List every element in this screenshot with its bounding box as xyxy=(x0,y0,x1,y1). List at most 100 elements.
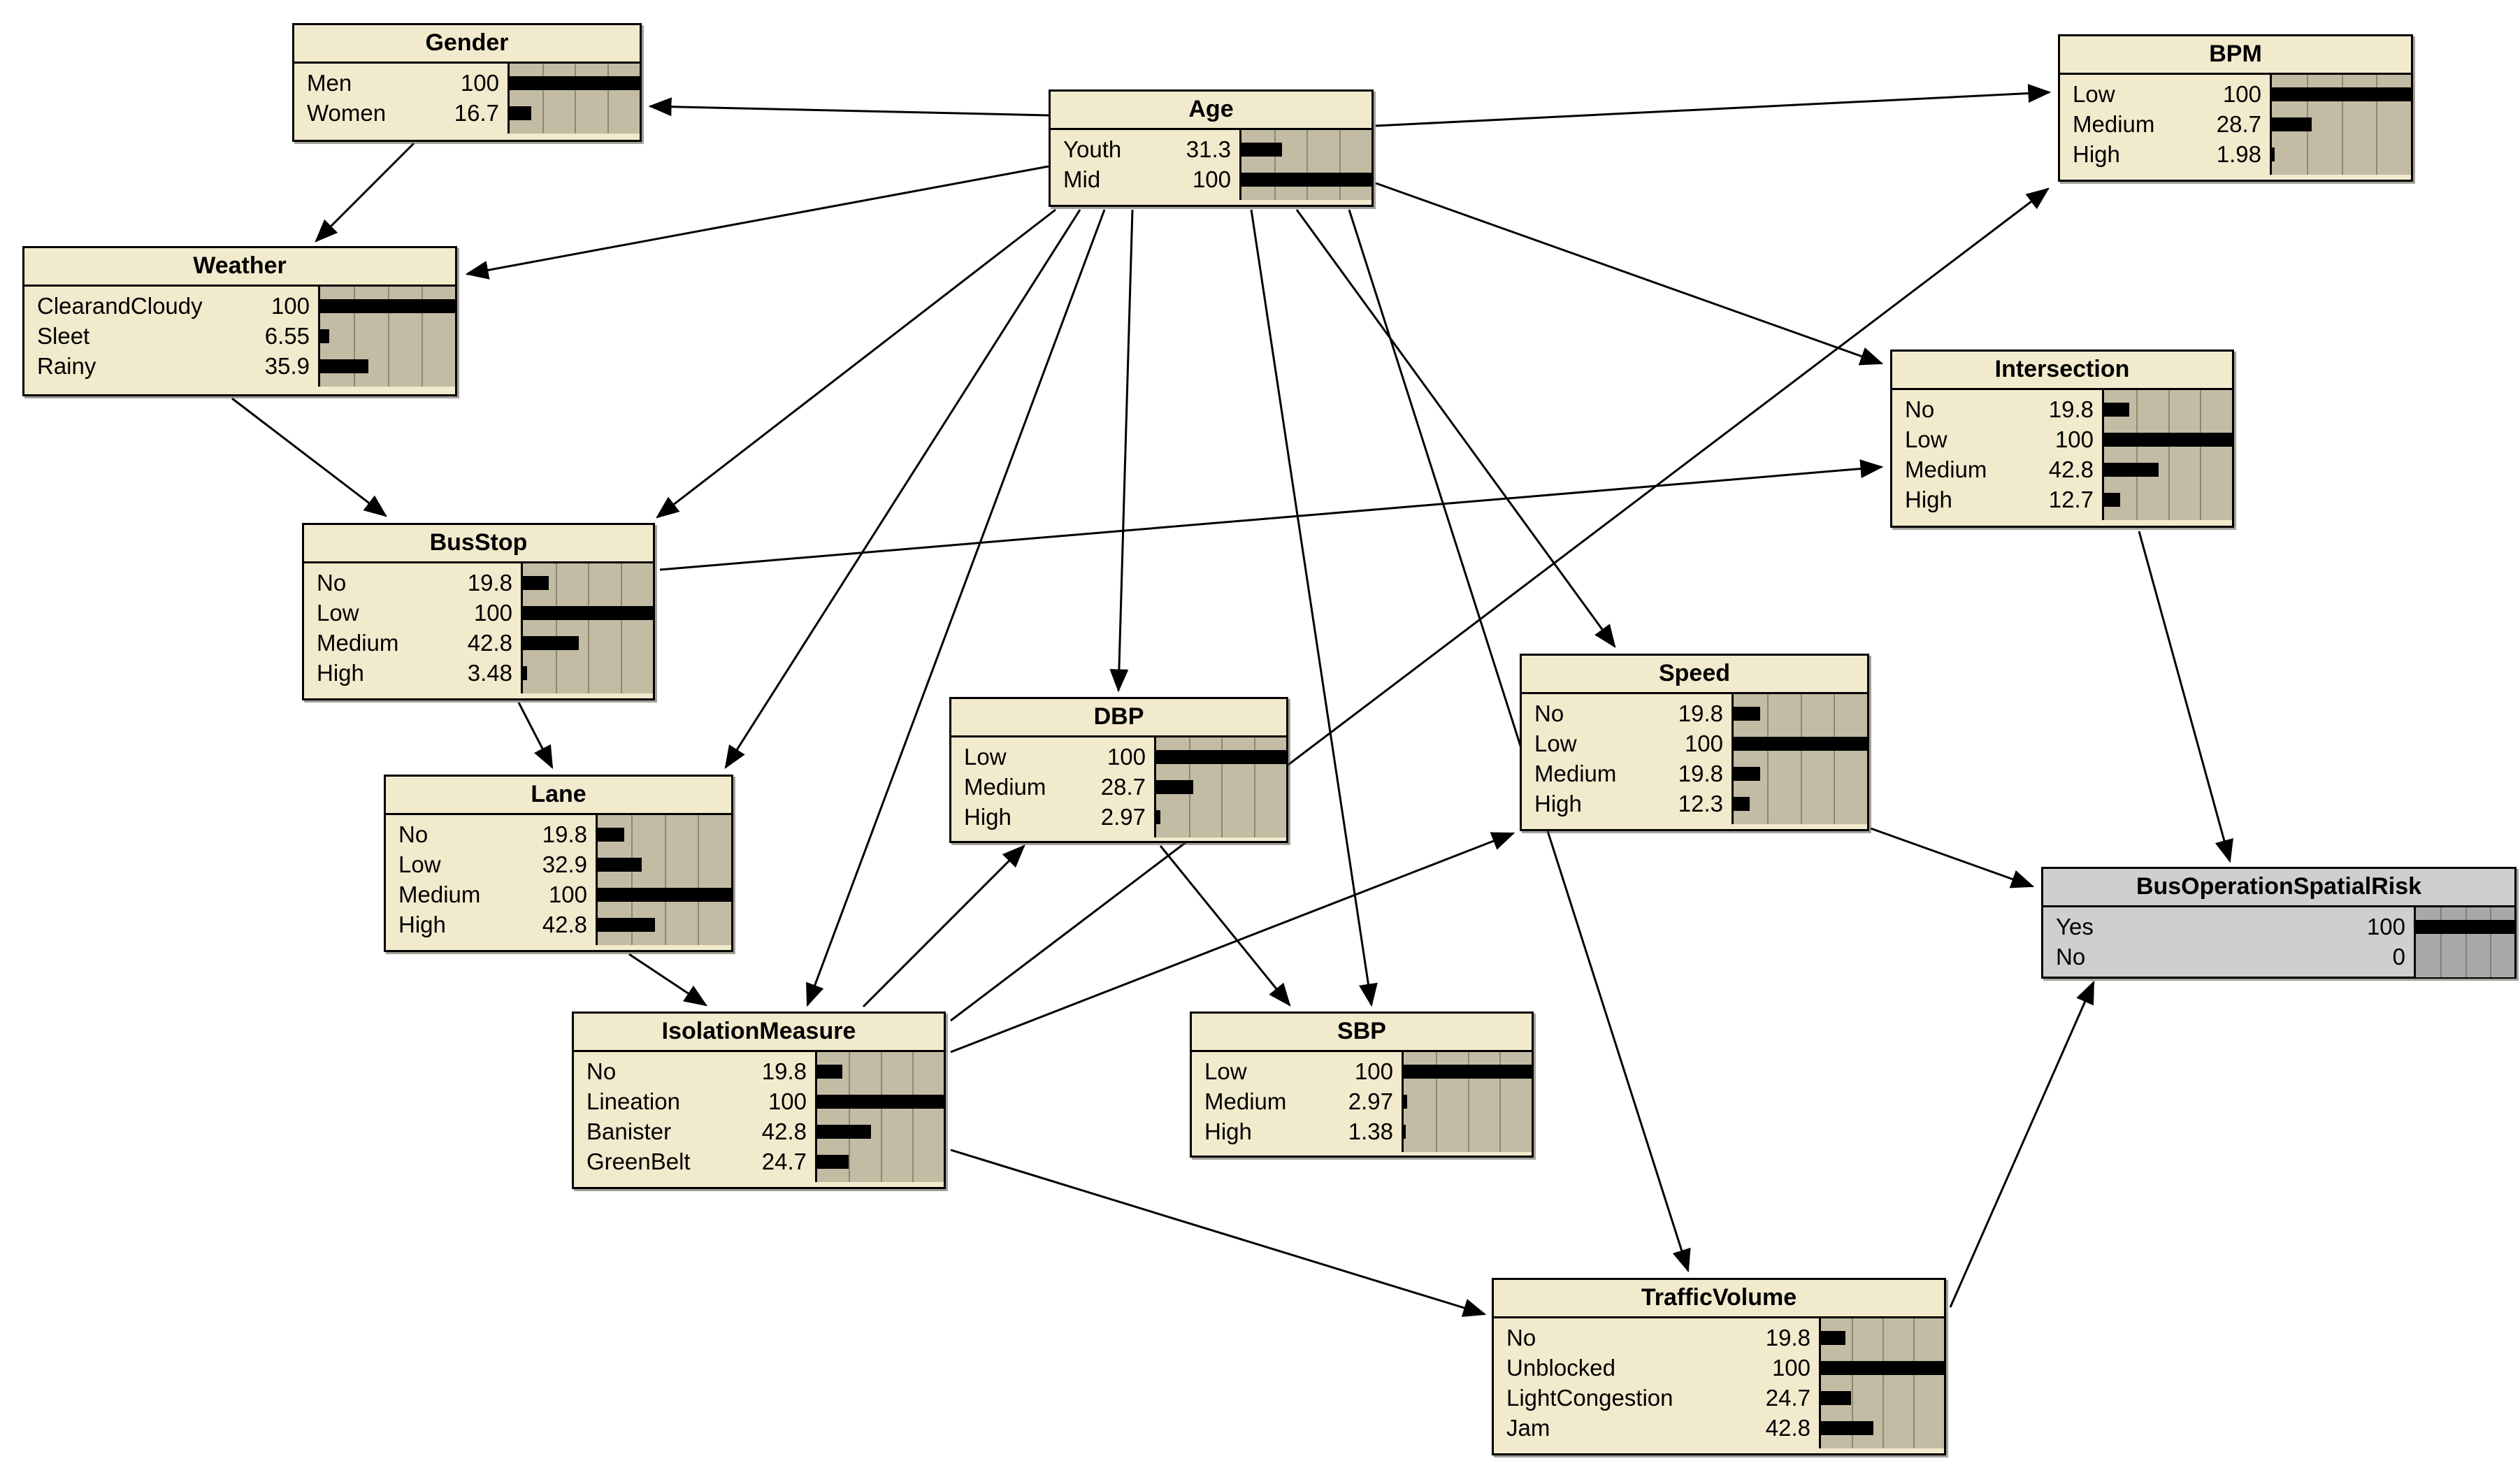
state-row[interactable]: Low 100 xyxy=(1204,1056,1393,1086)
probability-bar xyxy=(523,635,579,650)
state-row[interactable]: ClearandCloudy 100 xyxy=(37,291,310,321)
bar-gridline xyxy=(387,287,389,387)
bar-chart-sbp xyxy=(1402,1052,1532,1152)
state-label: Low xyxy=(2073,81,2115,107)
state-value: 100 xyxy=(271,293,310,319)
bar-gridline xyxy=(849,1052,851,1182)
probability-bar xyxy=(2104,492,2121,507)
node-title-intersection: Intersection xyxy=(1892,352,2232,390)
state-value: 19.8 xyxy=(2048,396,2094,422)
bar-gridline xyxy=(1339,130,1341,200)
state-label: No xyxy=(1905,396,1935,422)
bar-gridline xyxy=(1221,737,1223,837)
bar-gridline xyxy=(1834,694,1836,824)
state-label: High xyxy=(317,660,364,686)
state-row[interactable]: Low 100 xyxy=(2073,79,2261,109)
node-title-isolation: IsolationMeasure xyxy=(574,1014,944,1052)
state-label: High xyxy=(398,912,446,937)
state-value: 100 xyxy=(1354,1058,1393,1084)
state-label: Banister xyxy=(586,1118,672,1144)
node-title-bpm: BPM xyxy=(2060,36,2411,75)
state-label: Low xyxy=(398,851,441,877)
bar-gridline xyxy=(1800,694,1802,824)
state-row[interactable]: No 19.8 xyxy=(1905,394,2094,424)
edge-weather-to-busstop xyxy=(231,397,387,517)
probability-bar xyxy=(1734,706,1760,721)
edge-busstop-to-intersection xyxy=(659,459,1884,571)
bar-gridline xyxy=(880,1052,882,1182)
state-value: 100 xyxy=(1192,166,1231,192)
state-label: Yes xyxy=(2056,914,2094,940)
state-label: High xyxy=(1534,791,1582,816)
probability-bar xyxy=(320,359,369,373)
state-value: 100 xyxy=(2222,81,2261,107)
bar-gridline xyxy=(542,64,544,134)
state-label: Low xyxy=(1204,1058,1247,1084)
state-value: 42.8 xyxy=(467,630,512,656)
state-label: High xyxy=(1905,487,1952,512)
bar-gridline xyxy=(2341,75,2343,175)
bar-gridline xyxy=(912,1052,914,1182)
state-value: 19.8 xyxy=(542,821,587,847)
state-value: 24.7 xyxy=(1765,1385,1810,1411)
bar-gridline xyxy=(631,815,633,945)
probability-bar xyxy=(1821,1330,1845,1345)
state-label: ClearandCloudy xyxy=(37,293,203,319)
